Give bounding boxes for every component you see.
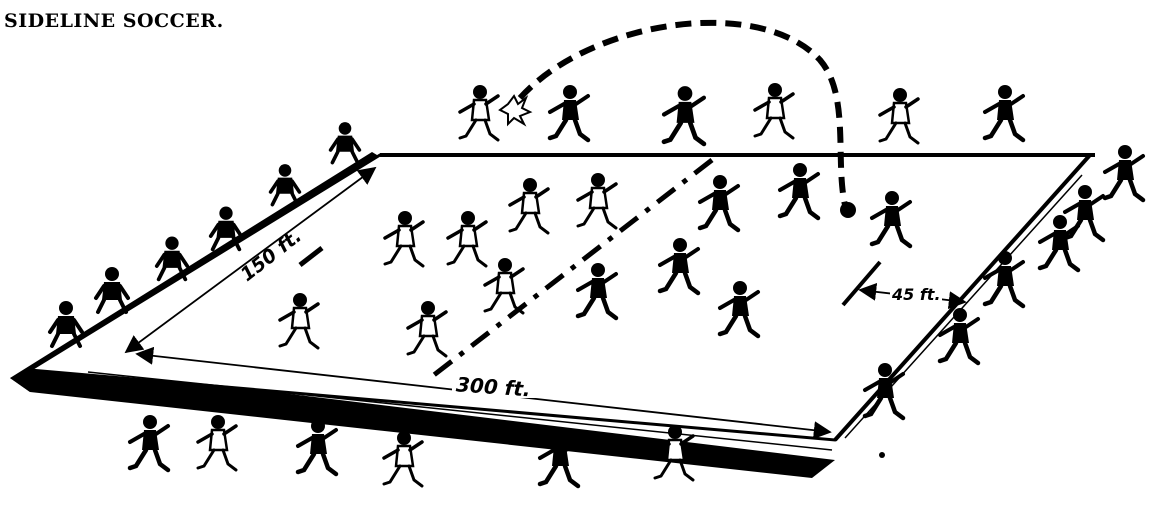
sideline-players-top: [460, 83, 1023, 144]
ball: [840, 202, 856, 218]
kick-burst: [500, 96, 530, 124]
ink-dot: [879, 452, 885, 458]
restraining-distance-label: 45 ft.: [891, 285, 941, 304]
